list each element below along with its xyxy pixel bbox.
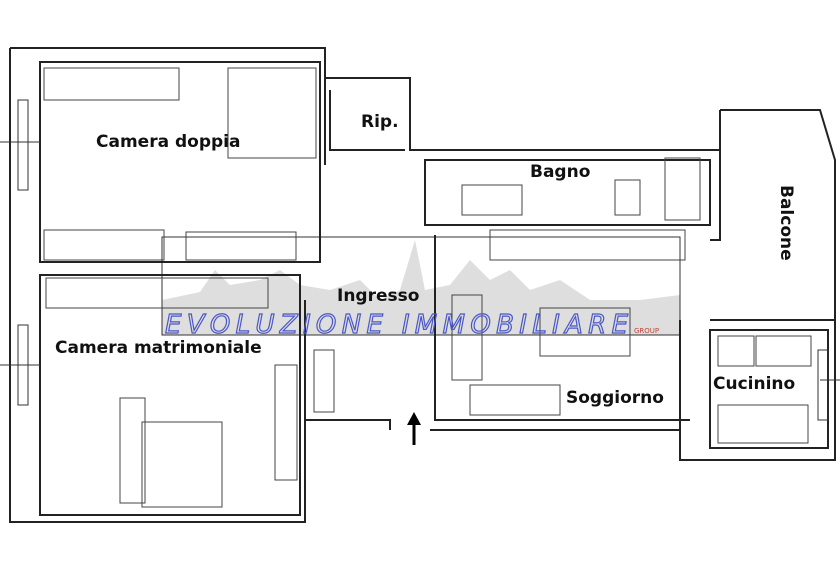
rug [119,397,146,504]
cabinet [313,349,335,413]
bathroom-sink [461,184,523,216]
double-bed [141,421,223,508]
watermark-brand: EVOLUZIONE IMMOBILIARE [165,310,630,340]
sink [755,335,812,367]
desk [227,67,317,159]
entrance-arrow-icon [407,412,421,445]
room-label-ingresso: Ingresso [337,286,419,306]
room-label-camera-doppia: Camera doppia [96,132,240,152]
room-label-cucinino: Cucinino [713,374,795,394]
room-label-bagno: Bagno [530,162,590,182]
furniture [43,67,812,508]
watermark-skyline [162,240,680,335]
dining-table [539,307,631,357]
room-label-camera-matrimoniale: Camera matrimoniale [55,338,262,358]
sofa [451,294,483,381]
dresser [274,364,298,481]
shower [664,157,701,221]
bidet [614,179,641,216]
bed-single [43,229,165,261]
watermark-frame [161,236,681,336]
watermark-suffix: GROUP [634,327,659,335]
kitchen-units [717,404,809,444]
wardrobe [185,231,297,261]
wardrobe [45,277,269,309]
room-label-balcone: Balcone [776,185,796,261]
room-label-ripostiglio: Rip. [361,112,399,132]
sofa [469,384,561,416]
room-label-soggiorno: Soggiorno [566,388,664,408]
kitchen-counter [489,229,686,261]
stove [717,335,755,367]
walls [0,47,840,523]
wardrobe [43,67,180,101]
